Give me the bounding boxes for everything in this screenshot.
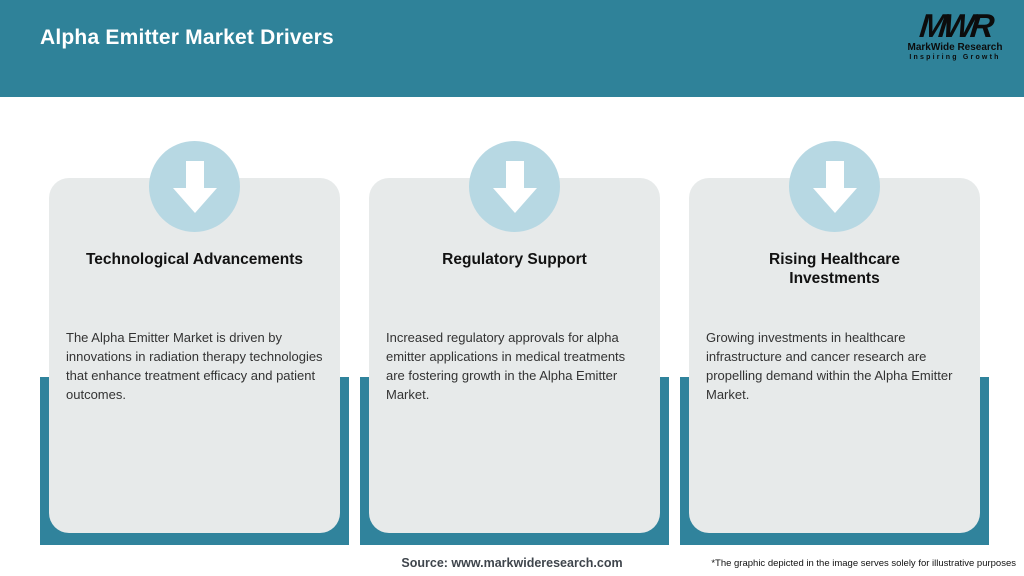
down-arrow-icon bbox=[469, 141, 560, 232]
logo-name: MarkWide Research bbox=[907, 42, 1003, 54]
driver-column-2: Regulatory Support Increased regulatory … bbox=[360, 141, 669, 545]
card-title: Technological Advancements bbox=[85, 251, 304, 268]
driver-card: Rising Healthcare Investments Growing in… bbox=[689, 178, 980, 533]
driver-column-3: Rising Healthcare Investments Growing in… bbox=[680, 141, 989, 545]
header-bar: Alpha Emitter Market Drivers MWR MarkWid… bbox=[0, 0, 1024, 97]
disclaimer-text: *The graphic depicted in the image serve… bbox=[711, 558, 1016, 569]
down-arrow-icon bbox=[789, 141, 880, 232]
card-body: Growing investments in healthcare infras… bbox=[706, 330, 953, 402]
down-arrow-icon bbox=[149, 141, 240, 232]
driver-card: Regulatory Support Increased regulatory … bbox=[369, 178, 660, 533]
page-title: Alpha Emitter Market Drivers bbox=[40, 26, 334, 49]
source-text: Source: www.markwideresearch.com bbox=[401, 556, 623, 570]
card-title: Rising Healthcare Investments bbox=[769, 251, 900, 287]
markwide-research-logo: MWR MarkWide Research Inspiring Growth bbox=[900, 7, 1010, 62]
driver-card: Technological Advancements The Alpha Emi… bbox=[49, 178, 340, 533]
logo-tagline: Inspiring Growth bbox=[909, 54, 1001, 62]
card-title: Regulatory Support bbox=[442, 251, 587, 268]
card-body: Increased regulatory approvals for alpha… bbox=[386, 330, 626, 402]
logo-acronym: MWR bbox=[917, 7, 993, 44]
driver-column-1: Technological Advancements The Alpha Emi… bbox=[40, 141, 349, 545]
card-body: The Alpha Emitter Market is driven by in… bbox=[66, 330, 323, 402]
